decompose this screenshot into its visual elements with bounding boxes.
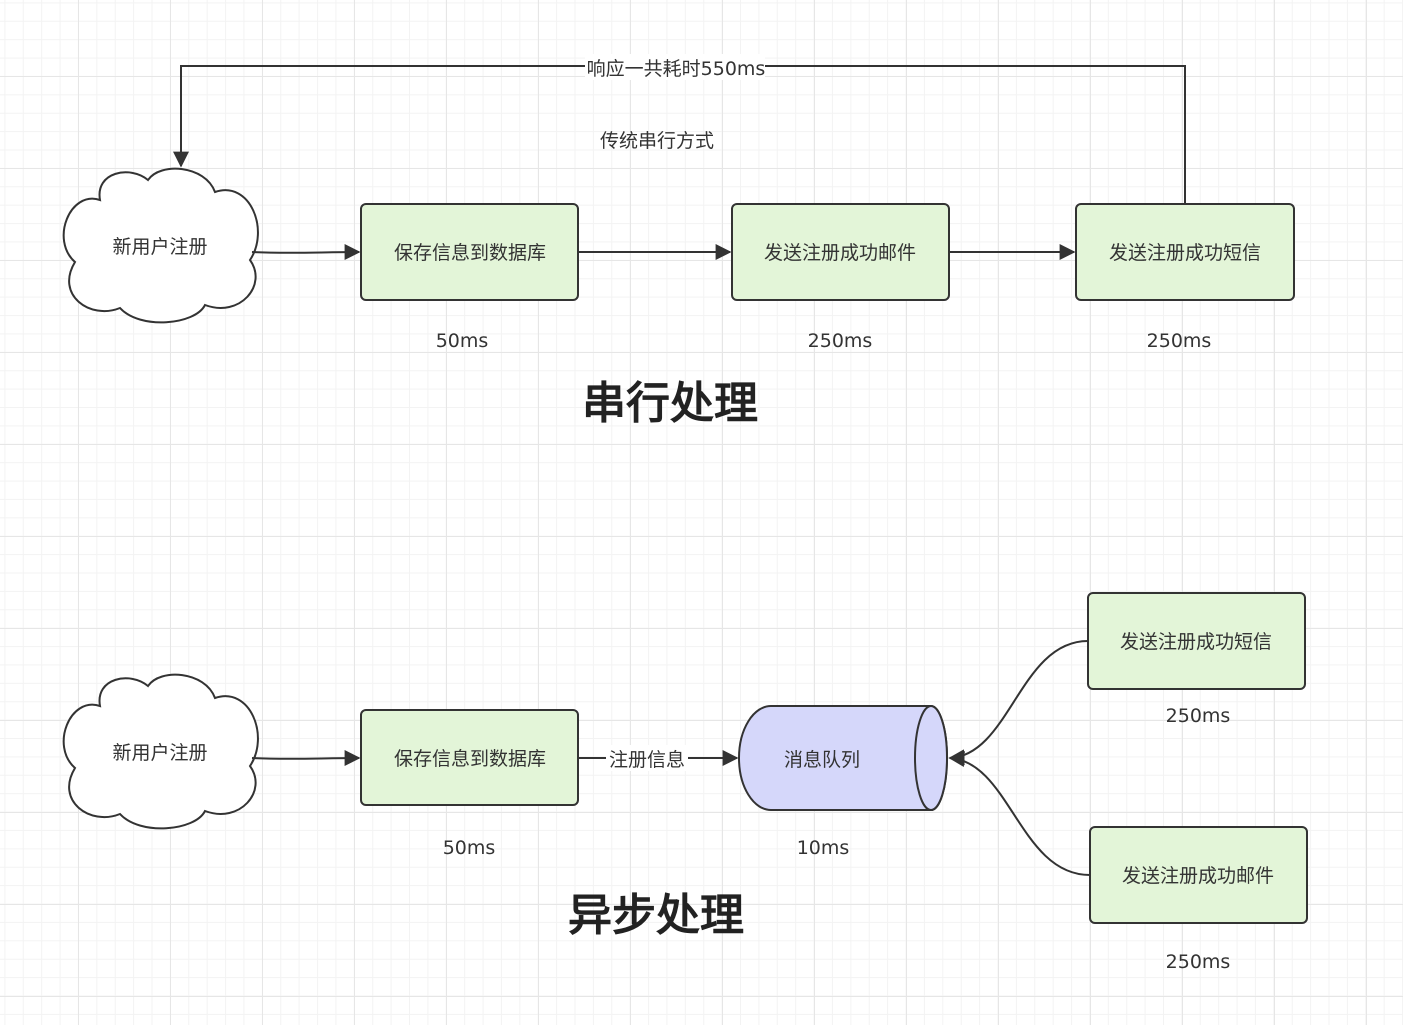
serial-cloud-node[interactable]: 新用户注册 bbox=[62, 167, 259, 324]
serial-subtitle: 传统串行方式 bbox=[600, 130, 714, 152]
cloud-label: 新用户注册 bbox=[112, 742, 207, 764]
cloud-shape bbox=[62, 673, 259, 830]
arrow-cloud-to-save bbox=[251, 244, 361, 261]
async-sms-time: 250ms bbox=[1166, 705, 1231, 727]
serial-email-time: 250ms bbox=[808, 330, 873, 352]
async-save-db-node[interactable]: 保存信息到数据库 bbox=[360, 709, 579, 806]
queue-label: 消息队列 bbox=[784, 749, 860, 771]
arrow-email-to-queue bbox=[948, 751, 1091, 876]
process-box bbox=[1089, 826, 1308, 924]
process-label: 保存信息到数据库 bbox=[394, 748, 546, 770]
async-send-email-node[interactable]: 发送注册成功邮件 bbox=[1089, 826, 1308, 924]
process-box bbox=[360, 203, 579, 301]
process-box bbox=[731, 203, 950, 301]
cloud-shape bbox=[62, 167, 259, 324]
process-label: 发送注册成功邮件 bbox=[1122, 865, 1274, 887]
loop-label: 响应一共耗时550ms bbox=[587, 58, 766, 80]
async-queue-time: 10ms bbox=[797, 837, 850, 859]
loop-label-bg bbox=[585, 54, 765, 80]
edge-label-register-info: 注册信息 bbox=[609, 749, 685, 771]
arrow-sms-to-queue bbox=[948, 640, 1089, 766]
edge-label-bg bbox=[606, 745, 688, 771]
arrow-cloud-to-save-async bbox=[251, 750, 361, 767]
async-title: 异步处理 bbox=[568, 890, 744, 941]
async-save-time: 50ms bbox=[443, 837, 496, 859]
process-box bbox=[1087, 592, 1306, 690]
queue-cap bbox=[914, 705, 948, 811]
cloud-label: 新用户注册 bbox=[112, 236, 207, 258]
process-box bbox=[1075, 203, 1295, 301]
serial-save-time: 50ms bbox=[436, 330, 489, 352]
message-queue-node[interactable]: 消息队列 bbox=[738, 705, 948, 811]
process-label: 发送注册成功短信 bbox=[1109, 242, 1261, 264]
async-send-sms-node[interactable]: 发送注册成功短信 bbox=[1087, 592, 1306, 690]
process-label: 发送注册成功短信 bbox=[1120, 631, 1272, 653]
serial-send-sms-node[interactable]: 发送注册成功短信 bbox=[1075, 203, 1295, 301]
serial-save-db-node[interactable]: 保存信息到数据库 bbox=[360, 203, 579, 301]
async-email-time: 250ms bbox=[1166, 951, 1231, 973]
serial-title: 串行处理 bbox=[582, 378, 758, 429]
process-label: 发送注册成功邮件 bbox=[764, 242, 916, 264]
serial-send-email-node[interactable]: 发送注册成功邮件 bbox=[731, 203, 950, 301]
serial-sms-time: 250ms bbox=[1147, 330, 1212, 352]
process-label: 保存信息到数据库 bbox=[394, 242, 546, 264]
async-cloud-node[interactable]: 新用户注册 bbox=[62, 673, 259, 830]
